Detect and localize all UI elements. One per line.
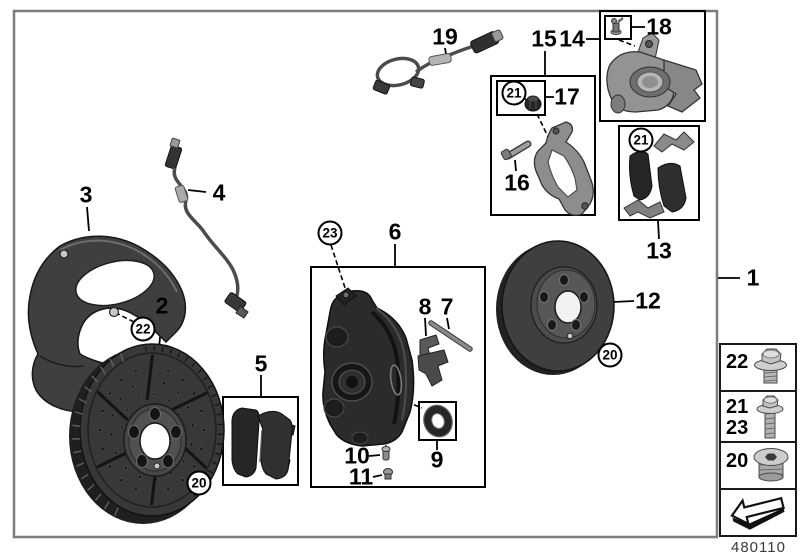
guide-pin: [500, 140, 532, 161]
circled-callout-20-rear[interactable]: 20: [597, 342, 623, 368]
shield-hole: [59, 249, 69, 259]
callout-1[interactable]: 1: [746, 264, 760, 291]
small-screw: [383, 468, 393, 480]
callout-13[interactable]: 13: [646, 237, 672, 264]
legend-row-20: 20: [719, 441, 797, 490]
center-bore: [139, 422, 171, 460]
bleeder-box: [604, 15, 632, 40]
rear-caliper-box: [599, 10, 706, 122]
legend-label-22: 22: [726, 351, 749, 373]
guide-pin-cap: [524, 95, 542, 112]
circled-callout-23[interactable]: 23: [317, 220, 343, 246]
rear-lug-holes: [539, 274, 589, 331]
callout-12[interactable]: 12: [635, 287, 661, 314]
callout-19[interactable]: 19: [432, 23, 458, 50]
caliper-box: [310, 266, 486, 488]
callout-5[interactable]: 5: [254, 350, 268, 377]
bleed-bolt: [381, 446, 391, 461]
callout-4[interactable]: 4: [212, 179, 226, 206]
callout-3[interactable]: 3: [79, 181, 93, 208]
part-boxes: [222, 10, 706, 488]
seal-box: [418, 401, 457, 441]
brake-dust-shield: [27, 235, 187, 413]
brake-pad-wear-sensor: [164, 137, 249, 319]
legend-label-23: 23: [726, 417, 749, 439]
legend-label-20: 20: [726, 450, 749, 472]
callout-18[interactable]: 18: [646, 13, 672, 40]
legend-row-21-23: 21 23: [719, 390, 797, 443]
pad-retaining-springs: [417, 334, 449, 387]
abs-speed-sensor: [372, 29, 504, 95]
hex-flange-bolt-long-icon: [756, 395, 784, 439]
shield-bolt-hole: [108, 306, 120, 318]
direction-arrow-icon: [730, 496, 785, 530]
callout-16[interactable]: 16: [504, 169, 530, 196]
callout-2[interactable]: 2: [155, 292, 169, 319]
leader-lines: [86, 26, 740, 478]
callout-6[interactable]: 6: [388, 218, 402, 245]
callout-8[interactable]: 8: [418, 293, 432, 320]
callout-11[interactable]: 11: [348, 463, 374, 490]
caliper-badge: [389, 364, 403, 396]
circled-callout-21-carrier[interactable]: 21: [501, 80, 527, 106]
legend-label-21: 21: [726, 396, 749, 418]
set-screw-hole: [153, 462, 161, 470]
rear-set-screw-hole: [566, 332, 574, 340]
callout-15[interactable]: 15: [531, 25, 557, 52]
callout-7[interactable]: 7: [440, 293, 454, 320]
diagram-number: 480110: [731, 539, 786, 556]
rear-pads-box: [618, 125, 700, 221]
bleeder-valve: [610, 17, 624, 35]
rear-brake-pads: [623, 131, 695, 219]
callout-17[interactable]: 17: [554, 83, 580, 110]
circled-callout-21-pads[interactable]: 21: [628, 127, 654, 153]
screw-plug-icon: [753, 448, 789, 482]
rear-brake-disc: [496, 240, 615, 375]
circled-callout-20-front[interactable]: 20: [186, 470, 212, 496]
front-brake-caliper: [322, 287, 415, 447]
pad-retaining-pin: [428, 320, 473, 352]
legend-row-arrow: [719, 488, 797, 537]
hex-flange-bolt-short-icon: [754, 348, 787, 384]
legend-row-22: 22: [719, 343, 797, 392]
callout-9[interactable]: 9: [430, 446, 444, 473]
carrier-box: [490, 75, 596, 216]
circled-callout-22[interactable]: 22: [130, 316, 156, 342]
callout-10[interactable]: 10: [344, 442, 370, 469]
disc-drill-pattern: [72, 346, 223, 517]
caliper-carrier: [533, 121, 594, 216]
front-brake-disc: [69, 343, 225, 524]
diagram-frame: [12, 9, 719, 539]
callout-14[interactable]: 14: [559, 25, 585, 52]
rear-center-bore: [554, 290, 582, 324]
cap-box: [496, 80, 546, 116]
seal-ring: [423, 404, 453, 438]
lug-holes: [128, 407, 182, 468]
rear-brake-caliper: [606, 32, 703, 114]
front-brake-pads: [231, 407, 296, 480]
